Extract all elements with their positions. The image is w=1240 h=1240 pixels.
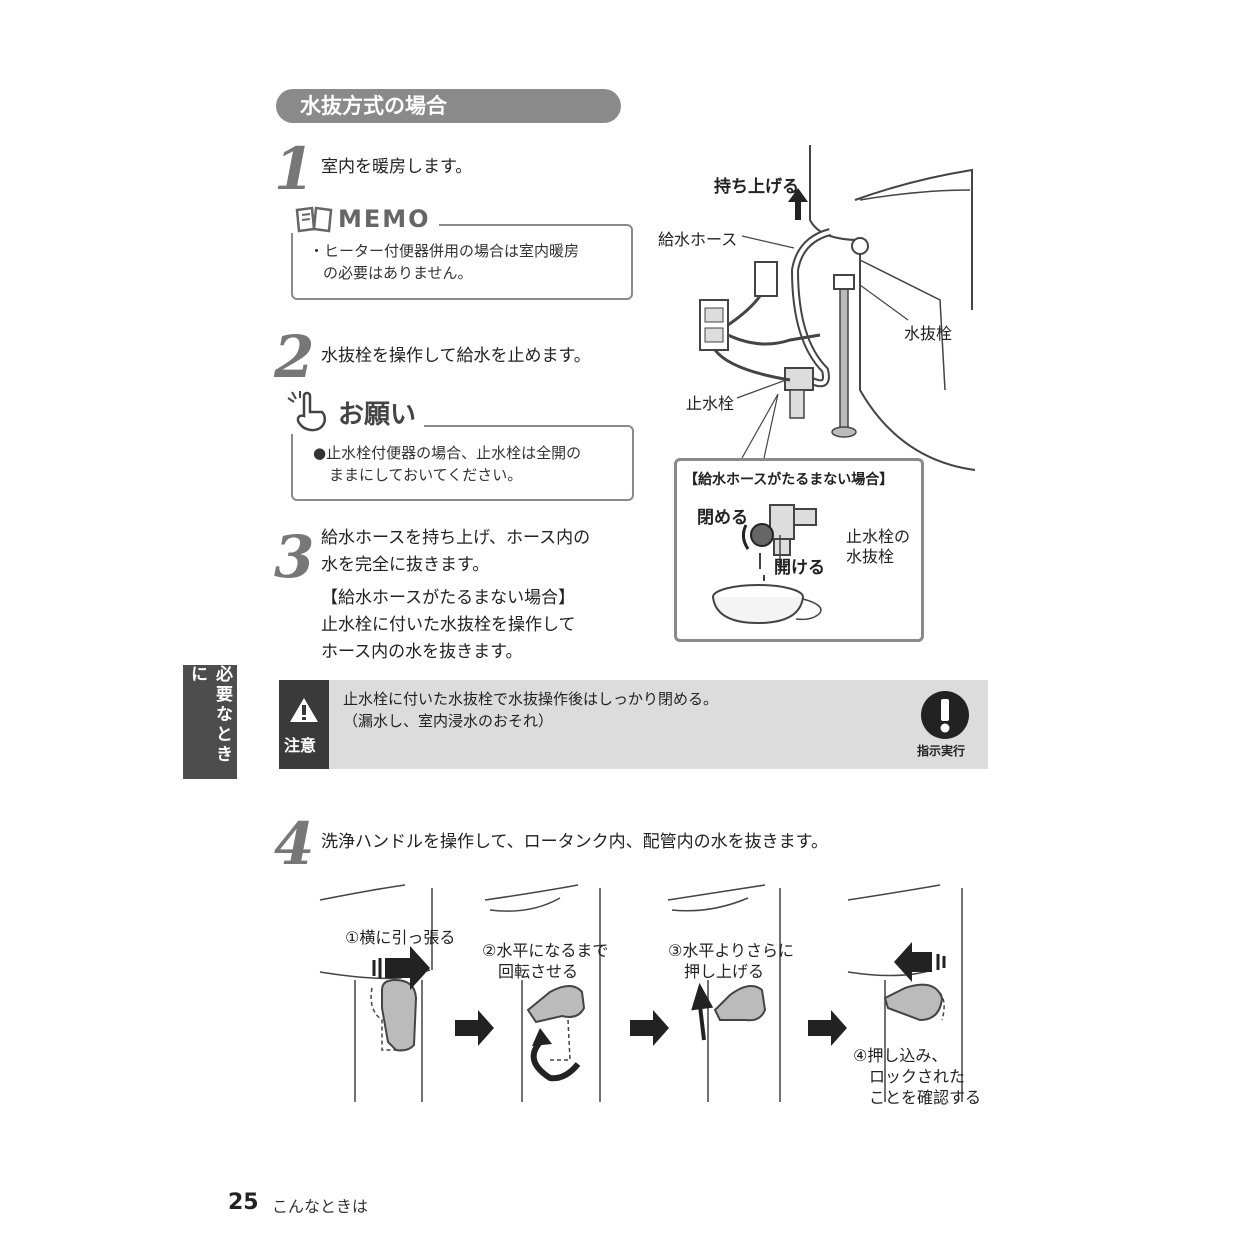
book-icon (295, 206, 333, 233)
drain-valve-label: 水抜栓 (904, 324, 953, 343)
step-3-sub-3: ホース内の水を抜きます。 (321, 642, 523, 662)
handle-step-4-line-2: ロックされた (869, 1067, 966, 1086)
handle-step-3-line-2: 押し上げる (684, 962, 765, 981)
handle-step-1: ①横に引っ張る (345, 928, 456, 947)
handle-step-4: ④押し込み、 ロックされた ことを確認する (853, 1045, 981, 1108)
handle-step-4-line-1: ④押し込み、 (853, 1046, 948, 1065)
request-line-1: ●止水栓付便器の場合、止水栓は全開の (313, 444, 582, 462)
request-heading-text: お願い (338, 399, 417, 430)
memo-heading: MEMO (286, 205, 439, 233)
warning-icon (290, 698, 318, 722)
handle-steps-figure (319, 884, 963, 1102)
section-title: 水抜方式の場合 (276, 89, 621, 123)
handle-step-3-line-1: ③水平よりさらに (668, 941, 795, 960)
stop-valve-figure (712, 504, 822, 625)
memo-heading-text: MEMO (338, 205, 431, 233)
handle-step-2-line-2: 回転させる (498, 962, 579, 981)
caution-line-2: （漏水し、室内浸水のおそれ） (343, 712, 554, 730)
stop-drain-line-2: 水抜栓 (846, 547, 895, 566)
handle-step-4-line-3: ことを確認する (869, 1088, 982, 1107)
hose-label: 給水ホース (658, 230, 738, 249)
memo-box: ・ヒーター付便器併用の場合は室内暖房 の必要はありません。 (291, 224, 633, 300)
footer-title: こんなときは (272, 1197, 369, 1216)
step-3-line-1: 給水ホースを持ち上げ、ホース内の (321, 528, 591, 548)
request-line-2: ままにしておいてください。 (329, 466, 523, 484)
step-1-number: 1 (274, 135, 315, 203)
handle-step-3: ③水平よりさらに 押し上げる (668, 940, 794, 982)
step-3-line-2: 水を完全に抜きます。 (321, 555, 490, 575)
stop-drain-line-1: 止水栓の (846, 527, 911, 546)
step-4-text: 洗浄ハンドルを操作して、ロータンク内、配管内の水を抜きます。 (321, 832, 828, 852)
caution-text: 止水栓に付いた水抜栓で水抜操作後はしっかり閉める。 （漏水し、室内浸水のおそれ） (343, 688, 718, 732)
handle-step-2: ②水平になるまで 回転させる (482, 940, 608, 982)
instruction-label: 指示実行 (917, 744, 966, 758)
request-box: ●止水栓付便器の場合、止水栓は全開の ままにしておいてください。 (291, 425, 634, 501)
side-tab: 必要なときに (183, 665, 237, 779)
page-number: 25 (228, 1190, 259, 1215)
lift-label: 持ち上げる (714, 177, 799, 197)
caution-label-block: 注意 (279, 680, 329, 769)
caution-line-1: 止水栓に付いた水抜栓で水抜操作後はしっかり閉める。 (343, 690, 719, 708)
open-label: 開ける (774, 558, 825, 578)
step-3-sub-1: 【給水ホースがたるまない場合】 (321, 588, 576, 608)
hose-figure (699, 145, 976, 471)
step-3-number: 3 (274, 523, 315, 591)
close-label: 閉める (697, 508, 748, 528)
mandatory-action-icon (921, 691, 969, 739)
memo-line-1: ・ヒーター付便器併用の場合は室内暖房 (309, 242, 580, 260)
inset-title: 【給水ホースがたるまない場合】 (684, 472, 894, 488)
stop-valve-label: 止水栓 (686, 394, 735, 413)
inset-box (674, 458, 924, 642)
step-2-text: 水抜栓を操作して給水を止めます。 (321, 346, 591, 366)
step-1-text: 室内を暖房します。 (321, 157, 473, 177)
step-3-text: 給水ホースを持ち上げ、ホース内の 水を完全に抜きます。 【給水ホースがたるまない… (321, 525, 590, 666)
step-3-sub-2: 止水栓に付いた水抜栓を操作して (321, 615, 576, 635)
step-4-number: 4 (274, 810, 315, 878)
request-heading: お願い (276, 390, 425, 434)
step-2-number: 2 (274, 323, 315, 391)
caution-box (279, 680, 988, 769)
pointing-hand-icon (287, 391, 326, 432)
stop-drain-label: 止水栓の 水抜栓 (846, 527, 910, 567)
memo-line-2: の必要はありません。 (323, 264, 473, 282)
handle-step-2-line-1: ②水平になるまで (482, 941, 609, 960)
caution-label: 注意 (284, 736, 317, 755)
